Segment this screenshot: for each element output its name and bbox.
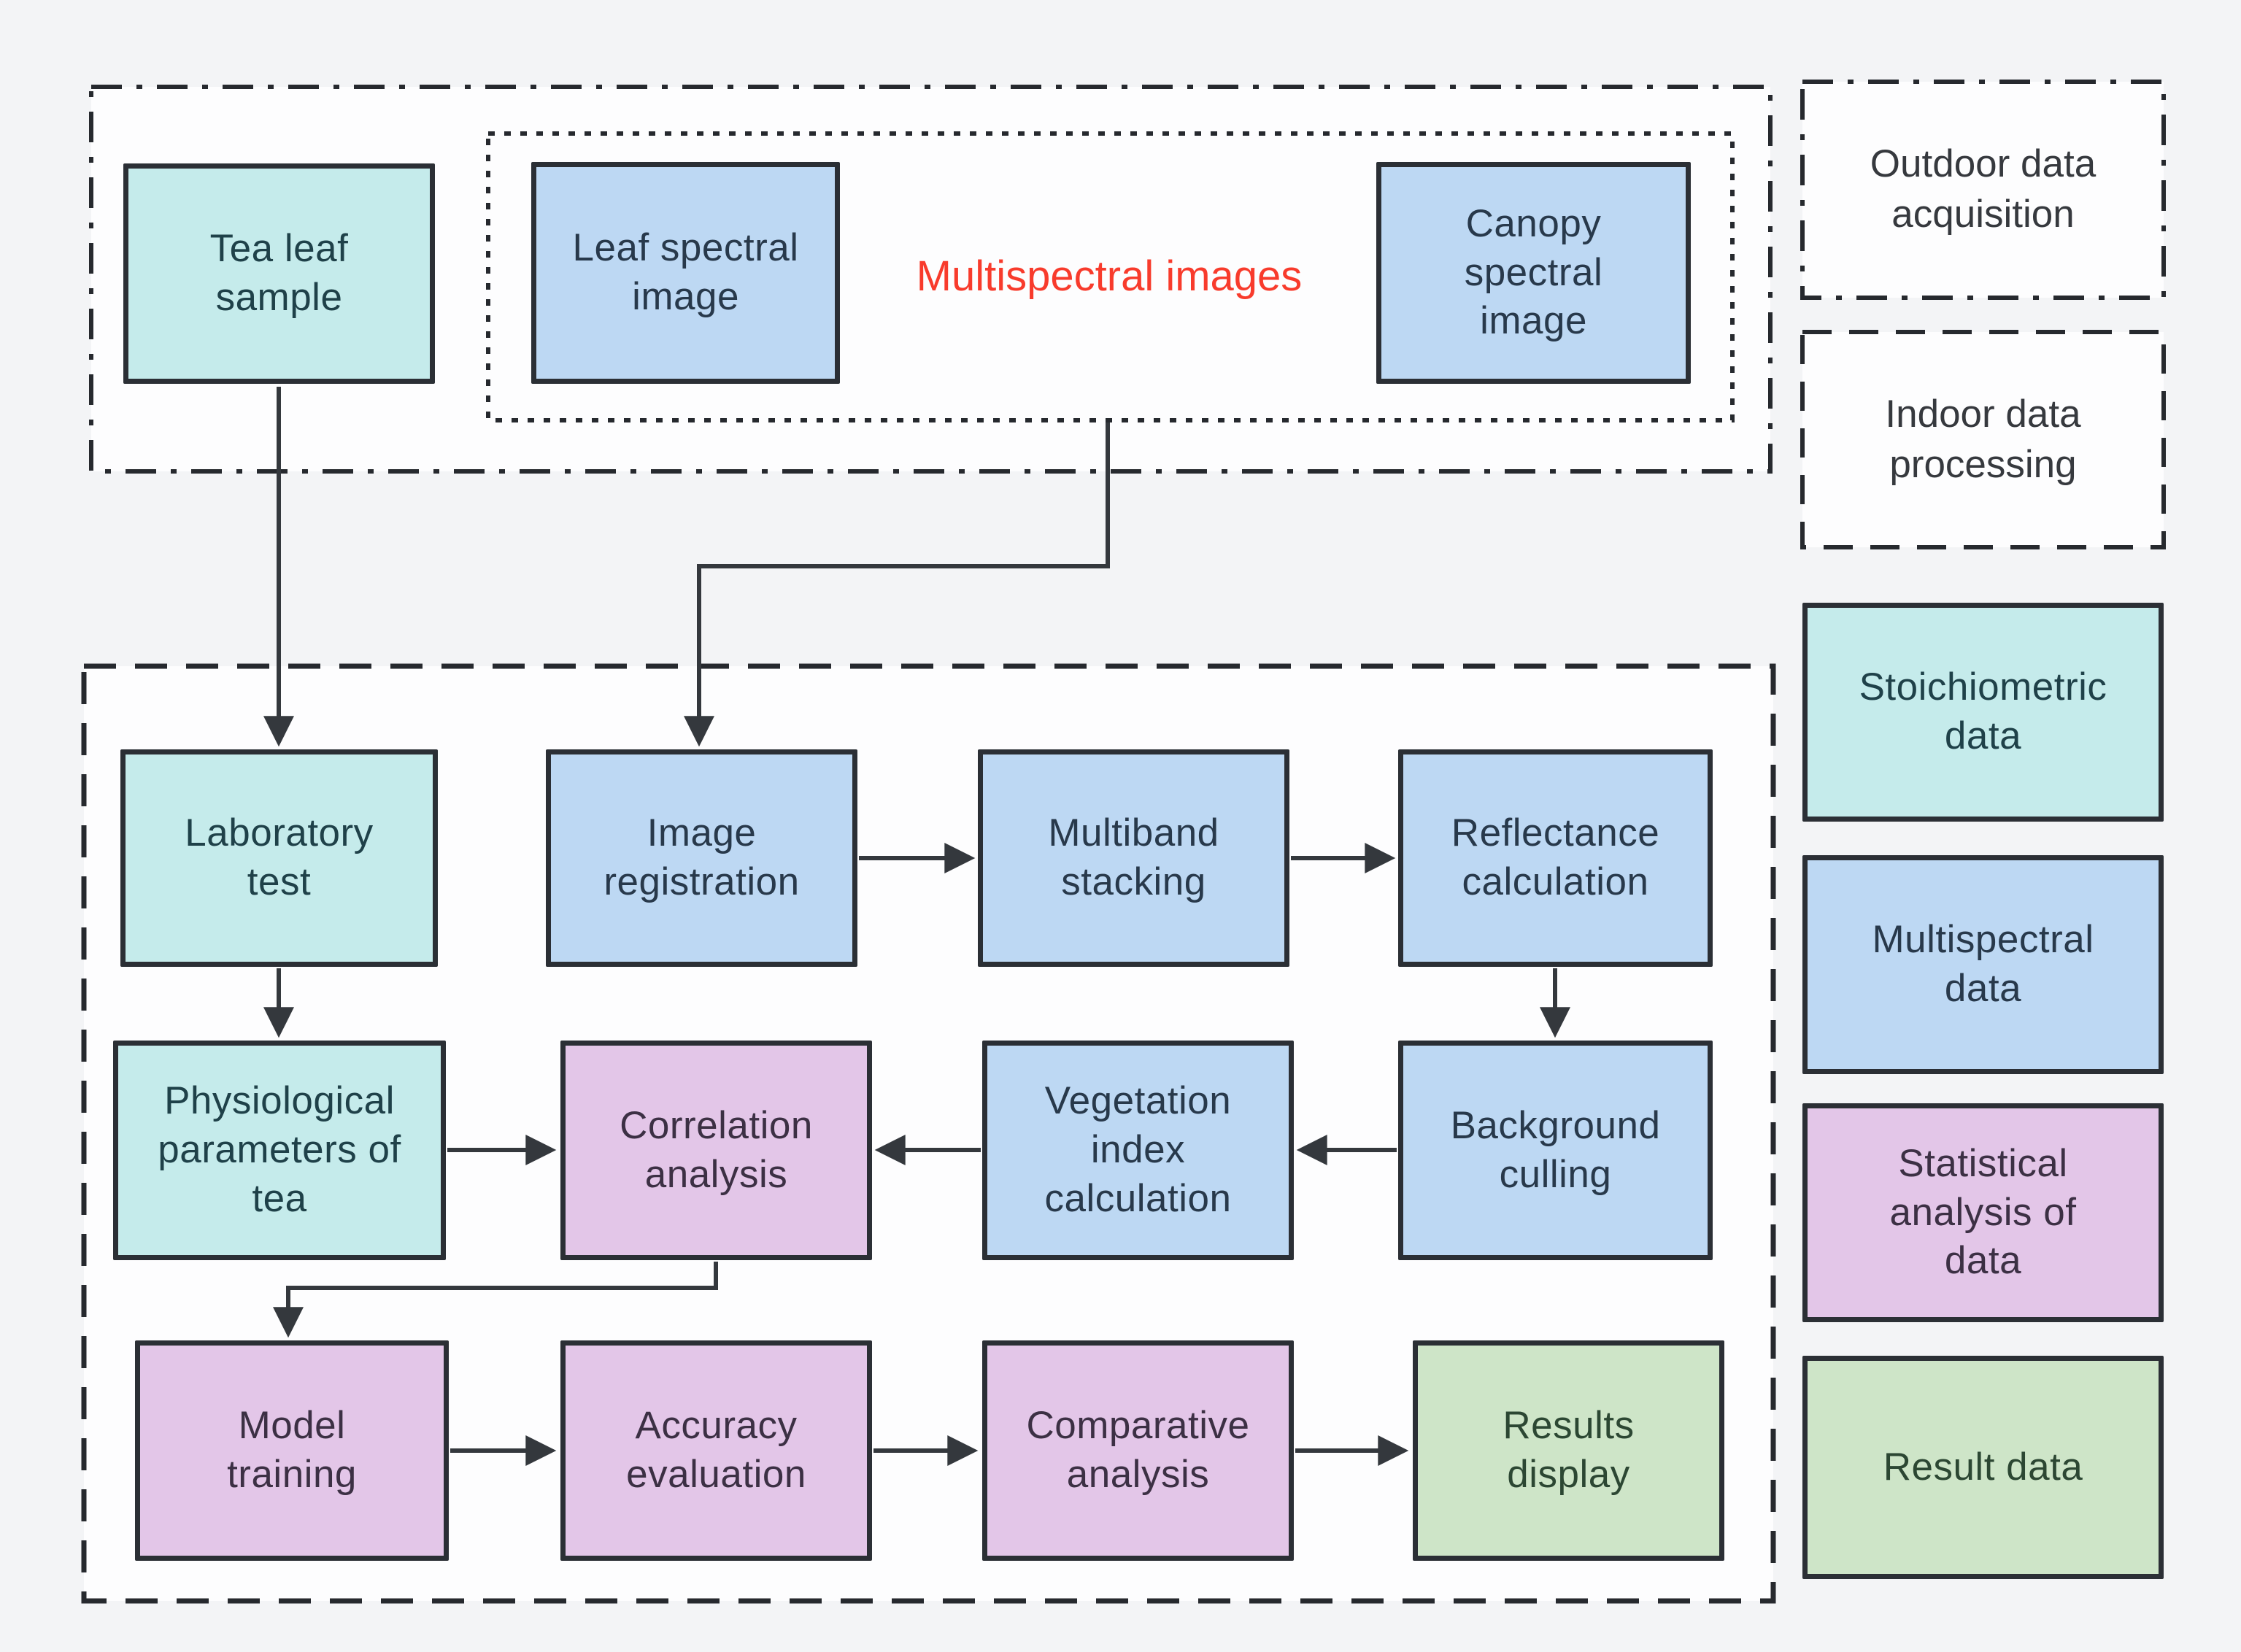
node-physiological-parameters: Physiological parameters of tea — [113, 1041, 446, 1260]
node-vegetation-index-calculation: Vegetation index calculation — [982, 1041, 1294, 1260]
arrow-correlation-to-model-training — [273, 1262, 718, 1338]
node-correlation-analysis: Correlation analysis — [560, 1041, 872, 1260]
legend-indoor-data-processing: Indoor data processing — [1885, 392, 2081, 486]
node-image-registration: Image registration — [546, 749, 857, 967]
legend-result-data: Result data — [1802, 1356, 2164, 1579]
legend-statistical-analysis-of-data: Statistical analysis of data — [1802, 1103, 2164, 1322]
node-model-training: Model training — [135, 1340, 449, 1561]
node-leaf-spectral-image: Leaf spectral image — [531, 162, 840, 384]
legend-multispectral-data: Multispectral data — [1802, 855, 2164, 1074]
legend-outdoor-outline — [1800, 80, 2166, 300]
node-results-display: Results display — [1413, 1340, 1724, 1561]
node-tea-leaf-sample: Tea leaf sample — [123, 163, 435, 384]
node-reflectance-calculation: Reflectance calculation — [1398, 749, 1713, 967]
node-accuracy-evaluation: Accuracy evaluation — [560, 1340, 872, 1561]
node-multiband-stacking: Multiband stacking — [978, 749, 1289, 967]
node-background-culling: Background culling — [1398, 1041, 1713, 1260]
node-comparative-analysis: Comparative analysis — [982, 1340, 1294, 1561]
legend-stoichiometric-data: Stoichiometric data — [1802, 603, 2164, 822]
node-laboratory-test: Laboratory test — [120, 749, 438, 967]
legend-outdoor-data-acquisition: Outdoor data acquisition — [1870, 142, 2097, 236]
arrow-multispectral-to-image-registration — [684, 422, 1110, 747]
node-canopy-spectral-image: Canopy spectral image — [1376, 162, 1691, 384]
multispectral-images-caption: Multispectral images — [916, 252, 1303, 300]
legend-indoor-outline — [1800, 330, 2166, 549]
